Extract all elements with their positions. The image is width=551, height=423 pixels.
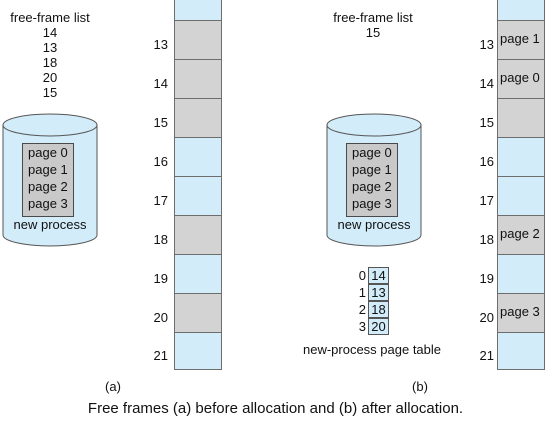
frame-number: 19 — [479, 271, 494, 286]
frame-page-label: page 0 — [500, 70, 540, 85]
frame-number: 15 — [153, 115, 168, 130]
frame-number: 19 — [153, 271, 168, 286]
free-frame-entry: 13 — [42, 40, 58, 55]
frame-number: 16 — [153, 154, 168, 169]
frame-number: 21 — [479, 348, 494, 363]
frame-number-column: 13 14 15 16 17 18 19 20 21 — [462, 0, 494, 370]
free-frame-entry: 18 — [42, 55, 58, 70]
frame-number: 18 — [479, 232, 494, 247]
free-frame-list: 14 13 18 20 15 — [0, 25, 100, 100]
frame-page-label: page 1 — [500, 31, 540, 46]
memory-frame: page 3 — [497, 293, 545, 333]
page-table-frame: 20 — [368, 318, 389, 335]
frame-number: 15 — [479, 115, 494, 130]
panel-caption: (b) — [412, 379, 428, 394]
page-table-frame: 13 — [368, 284, 389, 301]
free-frame-entry: 20 — [42, 70, 58, 85]
frame-number: 13 — [479, 37, 494, 52]
frame-number: 18 — [153, 232, 168, 247]
frame-page-label: page 3 — [500, 304, 540, 319]
page-label: page 0 — [28, 145, 68, 160]
new-process-label: new process — [337, 217, 411, 232]
page-table-label: new-process page table — [302, 342, 442, 357]
page-label: page 3 — [352, 196, 392, 211]
disk-cylinder: page 0 page 1 page 2 page 3 new process — [326, 113, 422, 247]
page-label: page 1 — [352, 162, 392, 177]
page-table-frame: 14 — [368, 267, 389, 284]
memory-frame — [174, 98, 222, 138]
free-frame-list-title: free-frame list — [333, 10, 413, 25]
frame-number: 13 — [153, 37, 168, 52]
memory-frame: page 1 — [497, 20, 545, 60]
memory-frame-top — [497, 0, 545, 21]
page-table-index: 1 — [358, 285, 366, 300]
memory-frame — [497, 254, 545, 294]
frame-number: 14 — [153, 76, 168, 91]
memory-frame: page 0 — [497, 59, 545, 99]
page-label: page 1 — [28, 162, 68, 177]
page-label: page 0 — [352, 145, 392, 160]
free-frame-entry: 15 — [42, 85, 58, 100]
frame-number: 17 — [153, 193, 168, 208]
frame-number: 17 — [479, 193, 494, 208]
page-table-index: 2 — [358, 302, 366, 317]
frame-page-label: page 2 — [500, 226, 540, 241]
free-frame-entry: 14 — [42, 25, 58, 40]
frame-number: 20 — [153, 310, 168, 325]
page-table: 0 14 1 13 2 18 3 20 — [352, 267, 392, 337]
frame-number: 21 — [153, 348, 168, 363]
free-frame-list-title: free-frame list — [10, 10, 90, 25]
memory-frame — [497, 176, 545, 216]
free-frame-entry: 15 — [365, 25, 381, 40]
memory-frame — [497, 98, 545, 138]
memory-frame-top — [174, 0, 222, 21]
physical-memory-b: page 1 page 0 page 2 page 3 — [497, 0, 545, 370]
page-label: page 2 — [352, 179, 392, 194]
page-table-index: 0 — [358, 268, 366, 283]
memory-frame — [497, 332, 545, 370]
page-label: page 3 — [28, 196, 68, 211]
memory-frame — [174, 254, 222, 294]
memory-frame — [174, 59, 222, 99]
frame-number: 20 — [479, 310, 494, 325]
new-process-label: new process — [13, 217, 87, 232]
memory-frame: page 2 — [497, 215, 545, 255]
memory-frame — [174, 176, 222, 216]
frame-number: 16 — [479, 154, 494, 169]
memory-frame — [174, 137, 222, 177]
page-table-frame: 18 — [368, 301, 389, 318]
process-pages: page 0 page 1 page 2 page 3 — [22, 143, 74, 217]
page-table-index: 3 — [358, 319, 366, 334]
frame-number: 14 — [479, 76, 494, 91]
physical-memory-a — [174, 0, 222, 370]
process-pages: page 0 page 1 page 2 page 3 — [346, 143, 398, 217]
memory-frame — [174, 20, 222, 60]
memory-frame — [174, 215, 222, 255]
memory-frame — [497, 137, 545, 177]
disk-cylinder: page 0 page 1 page 2 page 3 new process — [2, 113, 98, 247]
memory-frame — [174, 293, 222, 333]
page-label: page 2 — [28, 179, 68, 194]
frame-number-column: 13 14 15 16 17 18 19 20 21 — [138, 0, 168, 370]
figure-caption: Free frames (a) before allocation and (b… — [87, 400, 464, 417]
panel-caption: (a) — [105, 379, 121, 394]
memory-frame — [174, 332, 222, 370]
